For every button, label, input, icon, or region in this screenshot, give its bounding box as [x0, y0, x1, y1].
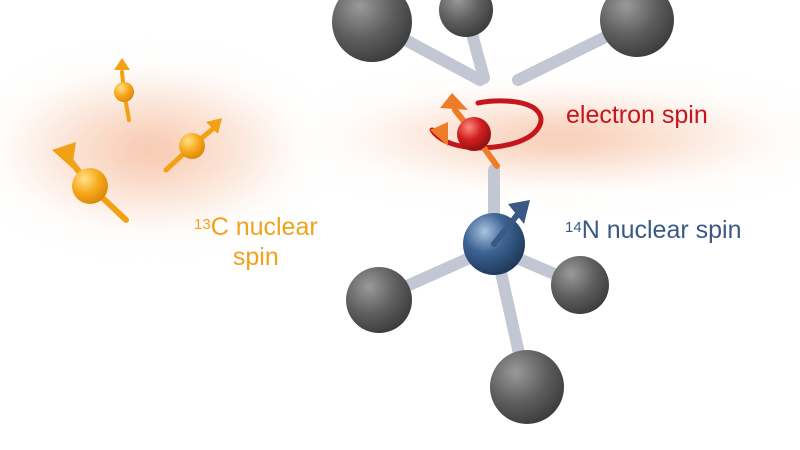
carbon-atom	[600, 0, 674, 57]
c13-spin-large	[52, 142, 129, 223]
c13-label-line1: C nuclear	[210, 213, 318, 241]
n14-mass-number: 14	[565, 219, 582, 236]
bonds	[366, 6, 642, 391]
c13-spins	[52, 58, 222, 223]
electron-spin	[429, 93, 544, 169]
carbon-atoms	[332, 0, 674, 424]
electron-atom	[457, 117, 491, 151]
electron-spin-label: electron spin	[566, 100, 708, 130]
c13-spin-medium	[163, 118, 222, 173]
arrow-head-icon	[206, 118, 222, 134]
orbit-tail	[430, 122, 448, 146]
carbon-atom	[332, 0, 412, 62]
c13-label-line2: spin	[232, 243, 279, 271]
carbon-atom	[551, 256, 609, 314]
carbon-atom	[490, 350, 564, 424]
right-glow	[300, 86, 800, 190]
c13-mass-number: 13	[194, 216, 211, 233]
nitrogen-spin	[463, 200, 530, 275]
carbon-atom	[346, 267, 412, 333]
arrow-head-icon	[52, 142, 76, 168]
n14-nuclear-spin-label: 14N nuclear spin	[565, 215, 742, 245]
c13-nuclear-spin-label: 13C nuclear spin	[194, 212, 318, 272]
n14-label-text: N nuclear spin	[581, 216, 742, 244]
electron-label-text: electron spin	[566, 101, 708, 129]
arrow-head-icon	[114, 58, 130, 70]
c13-spin-small	[114, 58, 134, 122]
arrow-head-icon	[508, 200, 530, 224]
carbon-atom	[439, 0, 493, 37]
arrow-head-icon	[440, 93, 468, 110]
